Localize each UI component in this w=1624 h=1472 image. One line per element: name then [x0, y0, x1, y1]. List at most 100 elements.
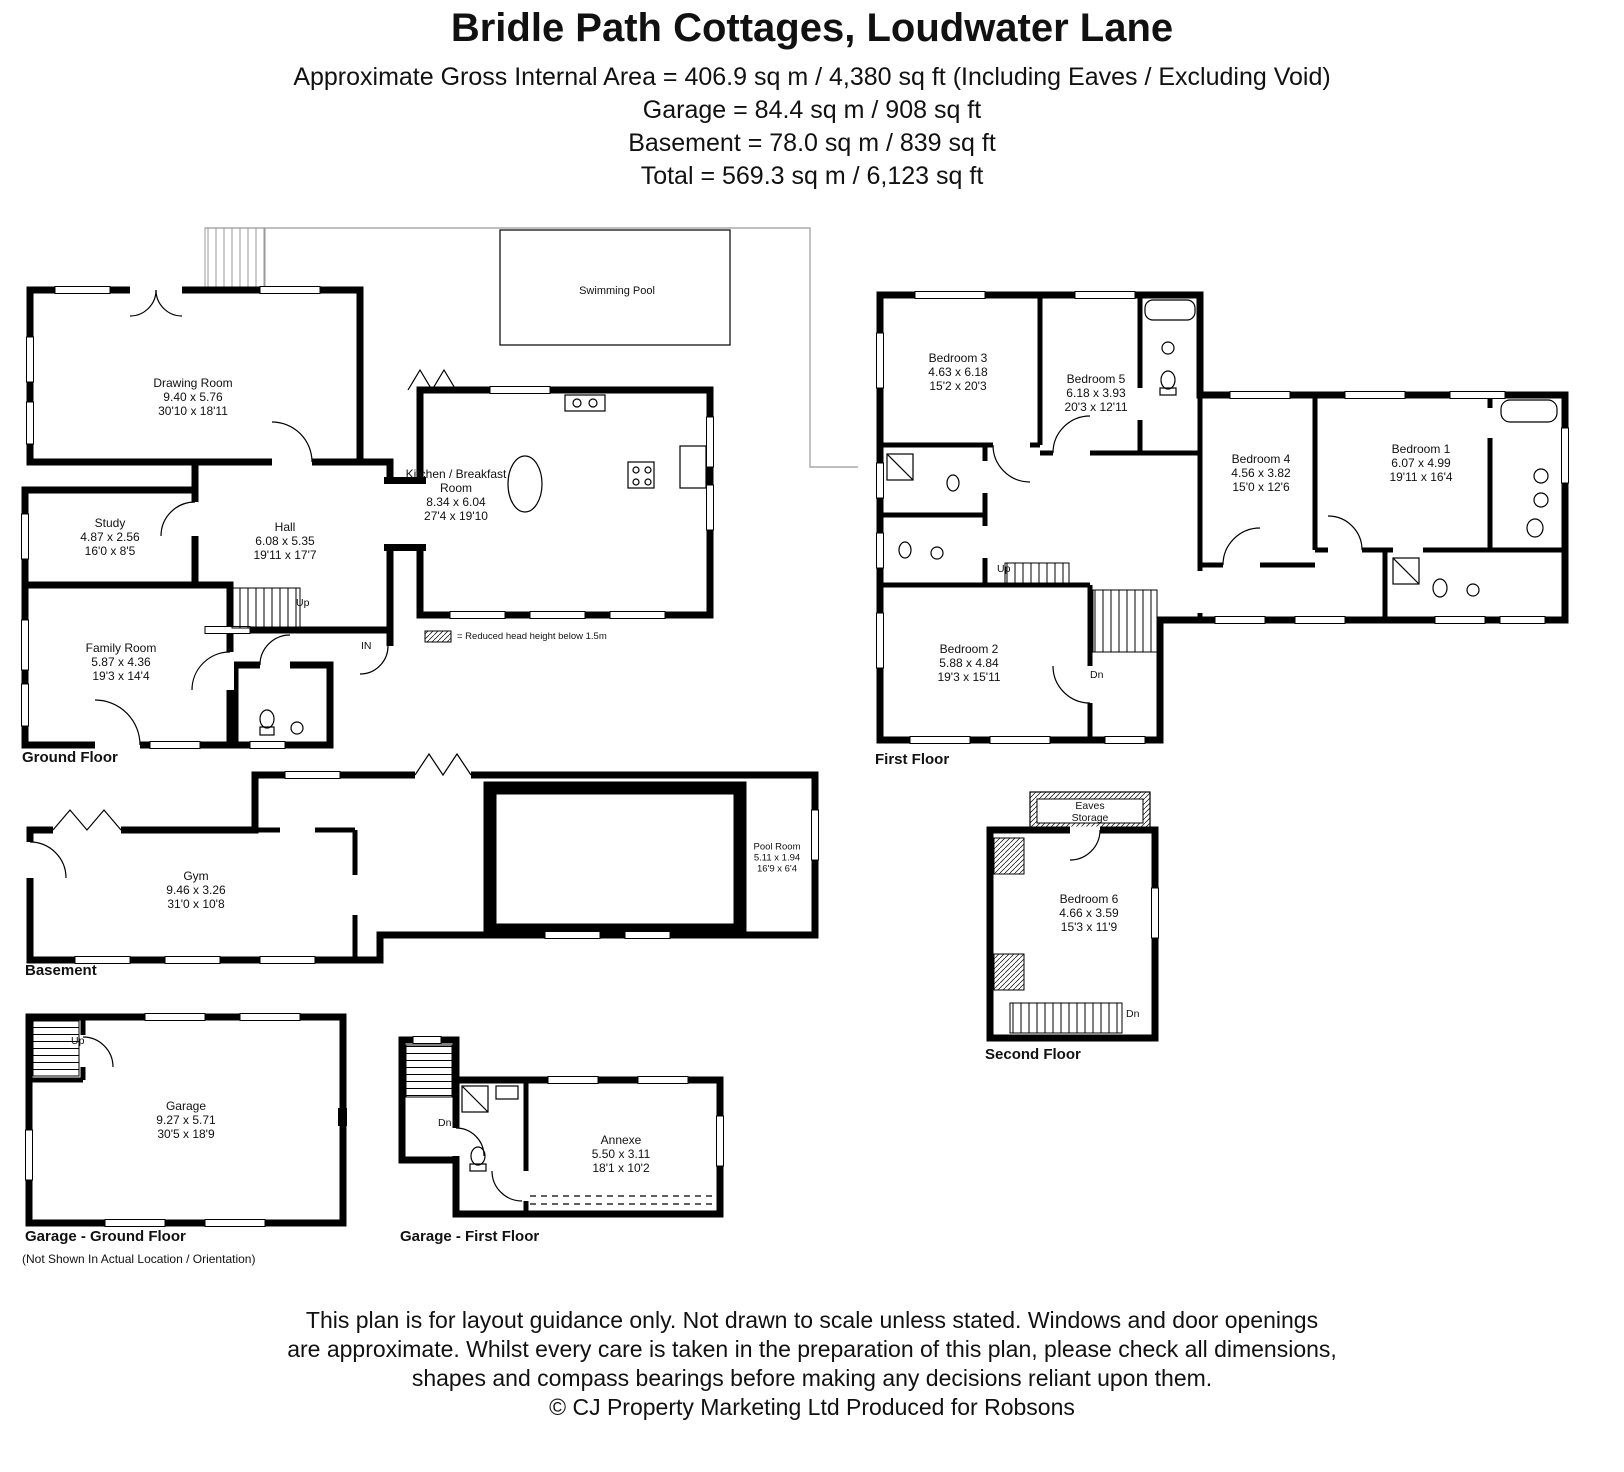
- room-label-garage: Garage 9.27 x 5.71 30'5 x 18'9: [156, 1099, 216, 1141]
- table-symbol: [507, 455, 543, 513]
- basin-symbol: [1466, 583, 1480, 597]
- floor-label-second: Second Floor: [985, 1046, 1081, 1063]
- eaves-door-arc: [1069, 829, 1101, 861]
- room-label-swimming-pool: Swimming Pool: [579, 285, 655, 297]
- garage-area-line: Garage = 84.4 sq m / 908 sq ft: [642, 96, 982, 124]
- stairs-up-label-ground: Up: [296, 597, 310, 609]
- footer: This plan is for layout guidance only. N…: [0, 1306, 1624, 1422]
- annexe-outline: [452, 1076, 724, 1218]
- toilet-symbol: [1432, 578, 1448, 598]
- room-label-bedroom4: Bedroom 4 4.56 x 3.82 15'0 x 12'6: [1231, 452, 1291, 494]
- room-label-drawing-room: Drawing Room 9.40 x 5.76 30'10 x 18'11: [153, 376, 233, 418]
- room-label-study: Study 4.87 x 2.56 16'0 x 8'5: [80, 516, 140, 558]
- shower-symbol: [886, 453, 914, 481]
- room-label-bedroom5: Bedroom 5 6.18 x 3.93 20'3 x 12'11: [1064, 372, 1128, 414]
- wc-fixtures: [259, 709, 304, 736]
- toilet-symbol: [259, 709, 275, 729]
- floor-label-garage-ground: Garage - Ground Floor: [25, 1228, 186, 1245]
- stairs-up-ground: [231, 587, 301, 629]
- swimming-pool-outline: [499, 229, 731, 346]
- disclaimer-line-1: This plan is for layout guidance only. N…: [305, 1307, 1319, 1333]
- hob-symbol: [627, 461, 655, 489]
- first-floor-outline: [876, 291, 1569, 744]
- basin-symbol: [495, 1085, 519, 1100]
- fridge-symbol: [679, 445, 707, 489]
- basin-symbol: [1533, 492, 1549, 508]
- floor-label-garage-first: Garage - First Floor: [400, 1228, 540, 1245]
- reduced-height-legend: = Reduced head height below 1.5m: [424, 630, 607, 643]
- disclaimer-line-3: shapes and compass bearings before makin…: [411, 1365, 1213, 1391]
- stairs-up-label-garage: Up: [71, 1035, 85, 1047]
- wardrobe-symbol: [993, 837, 1025, 875]
- basement-windows: [74, 771, 819, 964]
- toilet-symbol: [470, 1146, 486, 1166]
- ground-floor-doors: [94, 289, 457, 746]
- first-floor-doors: [992, 415, 1363, 704]
- room-label-bedroom3: Bedroom 3 4.63 x 6.18 15'2 x 20'3: [928, 351, 988, 393]
- total-area-line: Total = 569.3 sq m / 6,123 sq ft: [640, 162, 984, 190]
- floor-label-first: First Floor: [875, 751, 950, 768]
- toilet-symbol: [1526, 518, 1544, 538]
- garage-ground-plan: [25, 1013, 347, 1227]
- first-floor-fixtures: [886, 299, 1558, 598]
- legend-text: = Reduced head height below 1.5m: [457, 631, 607, 642]
- annexe-windows: [412, 1036, 724, 1167]
- toilet-symbol: [946, 474, 960, 492]
- stairs-down-label-second: Dn: [1126, 1008, 1140, 1020]
- sink-symbol: [564, 394, 606, 412]
- entrance-in-label: IN: [361, 640, 372, 652]
- stairs-down-label-first: Dn: [1090, 669, 1104, 681]
- room-label-annexe: Annexe 5.50 x 3.11 18'1 x 10'2: [591, 1133, 651, 1175]
- header: Bridle Path Cottages, Loudwater Lane App…: [0, 6, 1624, 193]
- room-label-bedroom2: Bedroom 2 5.88 x 4.84 19'3 x 15'11: [937, 642, 1001, 684]
- garage-windows: [25, 1013, 301, 1227]
- ground-floor-windows: [21, 286, 714, 749]
- basin-symbol: [290, 721, 304, 735]
- shower-symbol: [461, 1085, 489, 1113]
- toilet-symbol: [1160, 370, 1176, 390]
- eaves-storage-room: [1036, 798, 1144, 824]
- first-floor-openings: [981, 388, 1494, 703]
- stairs-up-garage: [32, 1020, 80, 1077]
- bath-symbol: [1500, 399, 1558, 423]
- shower-symbol: [1392, 557, 1420, 585]
- terrace-steps: [204, 227, 266, 291]
- garage-first-plan: [398, 1036, 724, 1218]
- room-label-bedroom1: Bedroom 1 6.07 x 4.99 19'11 x 16'4: [1389, 442, 1453, 484]
- floor-label-basement: Basement: [25, 962, 97, 979]
- eaves-lines: [530, 1195, 718, 1205]
- gross-area-line: Approximate Gross Internal Area = 406.9 …: [293, 63, 1331, 91]
- second-floor-window: [1151, 887, 1159, 939]
- disclaimer-line-2: are approximate. Whilst every care is ta…: [287, 1336, 1337, 1362]
- annexe-openings: [452, 1128, 530, 1201]
- annexe-fixtures: [461, 1085, 519, 1172]
- stairs-down-annexe: [405, 1044, 453, 1098]
- stairs-down-first: [1092, 589, 1158, 653]
- stairs-down-second: [1009, 1002, 1123, 1034]
- bath-symbol: [1144, 299, 1196, 321]
- folding-door-symbol: [407, 368, 457, 392]
- garage-location-note: (Not Shown In Actual Location / Orientat…: [22, 1252, 256, 1266]
- basin-symbol: [930, 546, 944, 560]
- room-label-family-room: Family Room 5.87 x 4.36 19'3 x 14'4: [85, 641, 157, 683]
- copyright-line: © CJ Property Marketing Ltd Produced for…: [549, 1394, 1075, 1420]
- stairs-down-label-annexe: Dn: [438, 1117, 452, 1129]
- stairs-up-label-first: Up: [997, 563, 1011, 575]
- pier-symbol: [338, 1108, 347, 1126]
- room-label-gym: Gym 9.46 x 3.26 31'0 x 10'8: [166, 869, 226, 911]
- basement-plan: [26, 752, 819, 964]
- hatch-swatch-icon: [424, 630, 452, 643]
- basin-symbol: [1533, 468, 1549, 484]
- first-floor-plan: [876, 291, 1569, 744]
- page-title: Bridle Path Cottages, Loudwater Lane: [450, 6, 1174, 50]
- room-label-eaves-storage: Eaves Storage: [1071, 800, 1109, 824]
- first-floor-windows: [876, 291, 1569, 744]
- stairs-up-first: [1004, 562, 1070, 586]
- ground-floor-plan: [21, 227, 858, 749]
- toilet-symbol: [898, 541, 912, 559]
- floor-label-ground: Ground Floor: [22, 749, 118, 766]
- room-label-pool-room: Pool Room 5.11 x 1.94 16'9 x 6'4: [753, 841, 801, 875]
- garage-stair-door-opening: [79, 1035, 87, 1067]
- kitchen-fixtures: [507, 394, 707, 513]
